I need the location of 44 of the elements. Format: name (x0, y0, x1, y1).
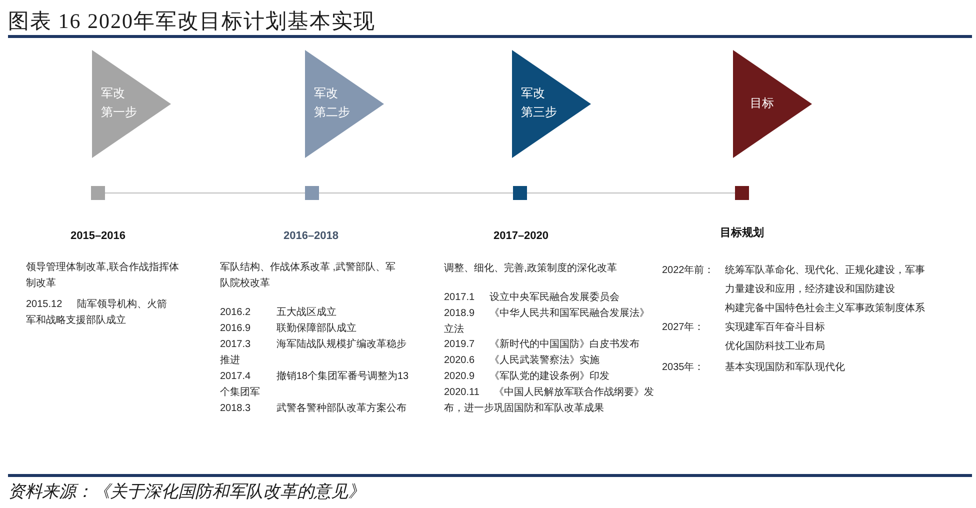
figure-title: 图表 16 2020年军改目标计划基本实现 (8, 8, 376, 34)
goal-item: 优化国防科技工业布局 (725, 340, 825, 354)
milestone-entry: 2016.2 五大战区成立 (220, 306, 336, 320)
goal-item: 基本实现国防和军队现代化 (725, 360, 845, 375)
timeline-line (526, 192, 736, 194)
milestone-entry: 2018.3 武警各警种部队改革方案公布 (220, 402, 406, 416)
period-label: 2016–2018 (283, 229, 339, 244)
source-note: 资料来源：《关于深化国防和军队改革的意见》 (8, 481, 365, 503)
milestone-entry: 2020.9 《军队党的建设条例》印发 (444, 370, 610, 384)
milestone-entry: 2016.9 联勤保障部队成立 (220, 322, 356, 336)
timeline-marker (305, 186, 319, 200)
timeline-line (318, 192, 514, 194)
timeline-marker (513, 186, 527, 200)
timeline-line (104, 192, 306, 194)
plan-heading: 目标规划 (720, 226, 764, 241)
goal-item: 实现建军百年奋斗目标 (725, 320, 825, 335)
milestone-entry: 2017.3 海军陆战队规模扩编改革稳步推进 (220, 338, 408, 368)
year-label: 2027年： (662, 321, 704, 335)
milestone-entry: 2018.9 《中华人民共和国军民融合发展法》立法 (444, 306, 650, 337)
milestone-entry: 2017.4 撤销18个集团军番号调整为13个集团军 (220, 370, 410, 400)
reform-summary: 领导管理体制改革,联合作战指挥体制改革 (26, 260, 180, 291)
step-label: 军改第二步 (314, 85, 350, 121)
step-label: 军改第一步 (101, 85, 137, 121)
goal-chevron (733, 50, 812, 158)
timeline-marker (91, 186, 105, 200)
milestone-entry: 2020.11 《中国人民解放军联合作战纲要》发布，进一步巩固国防和军队改革成果 (444, 386, 656, 416)
reform-summary: 调整、细化、完善,政策制度的深化改革 (444, 262, 617, 276)
goal-item: 统筹军队革命化、现代化、正规化建设，军事力量建设和应用，经济建设和国防建设 (725, 264, 926, 297)
step-chevron (92, 50, 171, 158)
period-label: 2015–2016 (70, 229, 126, 244)
period-label: 2017–2020 (493, 229, 549, 244)
goal-label: 目标 (750, 95, 774, 112)
milestone-entry: 2017.1 设立中央军民融合发展委员会 (444, 290, 620, 305)
step-chevron (305, 50, 384, 158)
year-label: 2035年： (662, 361, 704, 375)
timeline-marker (735, 186, 749, 200)
reform-summary: 军队结构、作战体系改革 ,武警部队、军队院校改革 (220, 260, 397, 291)
milestone-entry: 2019.7 《新时代的中国国防》白皮书发布 (444, 338, 640, 352)
step-chevron (512, 50, 591, 158)
goal-item: 构建完备中国特色社会主义军事政策制度体系 (725, 302, 925, 316)
milestone-entry: 2020.6 《人民武装警察法》实施 (444, 354, 600, 368)
milestone-entry: 2015.12 陆军领导机构、火箭军和战略支援部队成立 (26, 298, 168, 328)
step-label: 军改第三步 (521, 85, 557, 121)
year-label: 2022年前： (662, 264, 714, 278)
